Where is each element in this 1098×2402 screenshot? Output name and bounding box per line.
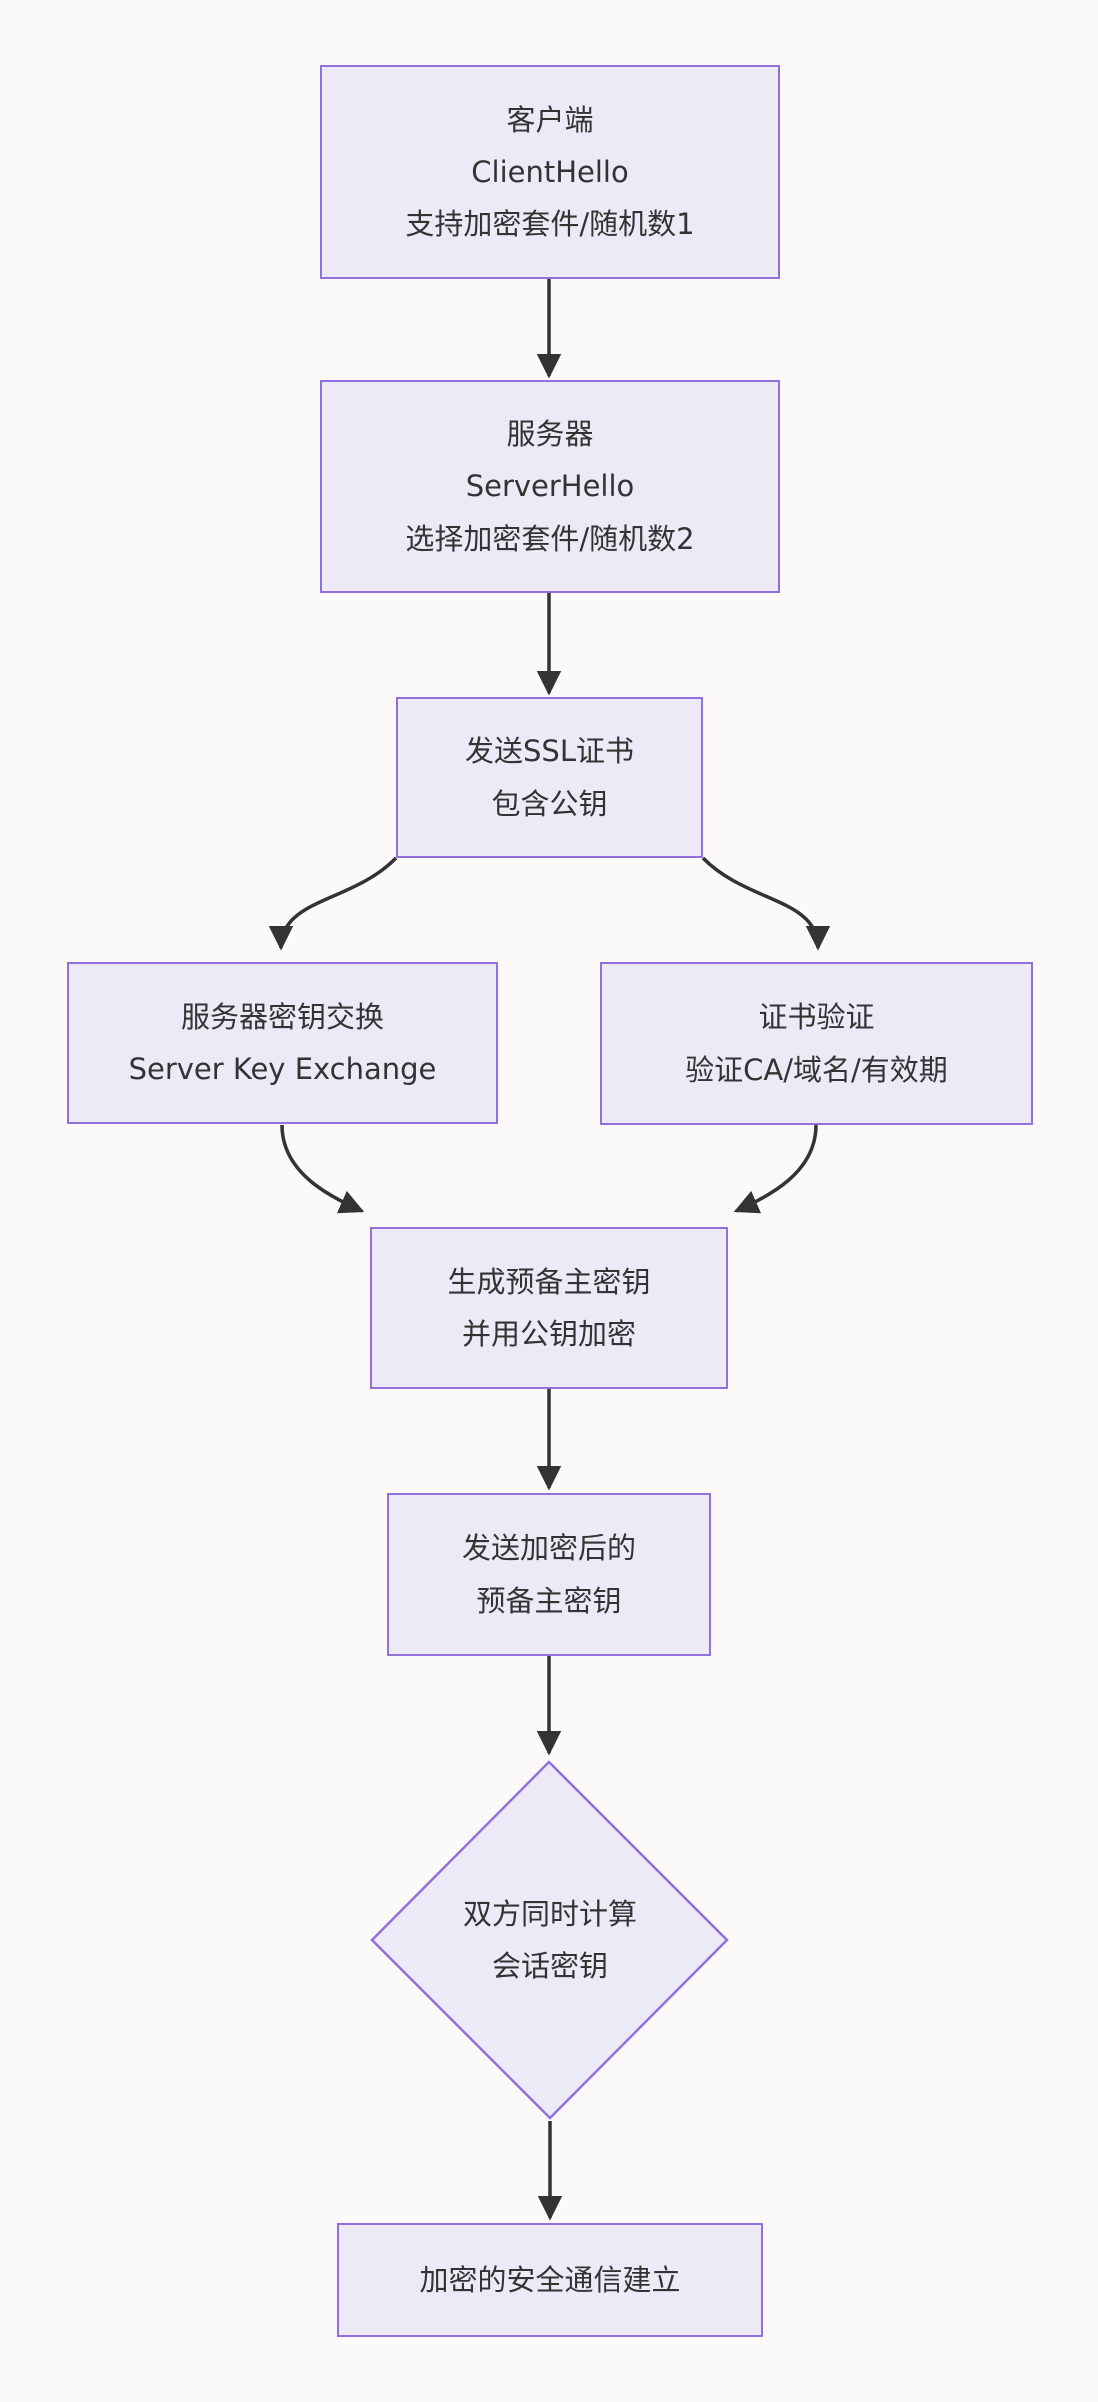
node-send-premaster: 发送加密后的 预备主密钥	[387, 1493, 711, 1656]
node-send-premaster-line1: 发送加密后的	[461, 1531, 636, 1566]
node-client-hello-line3: 支持加密套件/随机数1	[405, 207, 695, 242]
node-premaster-key: 生成预备主密钥 并用公钥加密	[370, 1227, 728, 1389]
node-session-key-line1: 双方同时计算	[462, 1896, 637, 1931]
node-premaster-key-line1: 生成预备主密钥	[447, 1264, 651, 1299]
node-server-key-exchange: 服务器密钥交换 Server Key Exchange	[67, 962, 498, 1124]
edge-verify-to-premaster	[733, 1124, 818, 1214]
node-ssl-cert-line1: 发送SSL证书	[465, 734, 634, 769]
node-premaster-key-line2: 并用公钥加密	[461, 1317, 636, 1351]
node-server-key-exchange-line1: 服务器密钥交换	[180, 999, 384, 1034]
edge-cert-to-verify	[701, 856, 831, 951]
node-cert-verify-line2: 验证CA/域名/有效期	[685, 1052, 948, 1087]
node-cert-verify: 证书验证 验证CA/域名/有效期	[600, 962, 1033, 1125]
node-client-hello-line2: ClientHello	[471, 154, 629, 189]
node-server-key-exchange-line2: Server Key Exchange	[128, 1052, 437, 1086]
node-cert-verify-line1: 证书验证	[758, 1000, 875, 1035]
node-send-premaster-line2: 预备主密钥	[476, 1583, 622, 1618]
node-server-hello-line3: 选择加密套件/随机数2	[405, 521, 695, 556]
node-client-hello: 客户端 ClientHello 支持加密套件/随机数1	[320, 65, 780, 279]
node-ssl-cert: 发送SSL证书 包含公钥	[396, 697, 703, 858]
node-server-hello: 服务器 ServerHello 选择加密套件/随机数2	[320, 380, 780, 593]
node-session-key: 双方同时计算 会话密钥	[390, 1888, 710, 1992]
node-secure-channel-line1: 加密的安全通信建立	[419, 2262, 681, 2297]
session-key-diamond-shape	[370, 1760, 729, 2120]
node-server-hello-line1: 服务器	[506, 417, 594, 452]
node-secure-channel: 加密的安全通信建立	[337, 2223, 763, 2337]
node-ssl-cert-line2: 包含公钥	[491, 786, 608, 821]
node-client-hello-line1: 客户端	[506, 102, 594, 137]
edge-cert-to-keyexchange	[268, 856, 398, 951]
node-session-key-line2: 会话密钥	[491, 1949, 608, 1983]
edge-keyexchange-to-premaster	[280, 1124, 365, 1214]
node-server-hello-line2: ServerHello	[465, 469, 635, 504]
